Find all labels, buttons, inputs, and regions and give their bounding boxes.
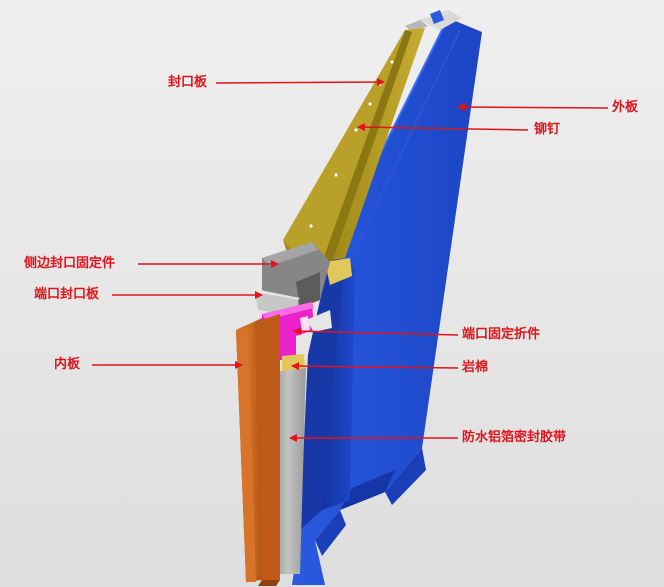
- arrow-seal-plate: [215, 78, 385, 87]
- label-inner-plate: 内板: [54, 357, 81, 372]
- leader-arrows: [92, 78, 609, 442]
- seal-plate-body: [283, 28, 425, 270]
- label-seal-plate: 封口板: [168, 75, 208, 90]
- label-rock-wool: 岩棉: [462, 360, 489, 375]
- top-cap: [405, 10, 462, 32]
- arrow-rock-wool: [291, 362, 459, 371]
- arrow-end-fixing-fold: [293, 327, 459, 336]
- label-waterproof-foil-tape: 防水铝箔密封胶带: [462, 430, 567, 445]
- outer-plate: [292, 17, 482, 585]
- label-outer-plate: 外板: [612, 100, 639, 115]
- label-side-seal-fixing: 侧边封口固定件: [24, 256, 116, 271]
- inner-plate-body: [236, 314, 280, 586]
- label-end-seal-plate: 端口封口板: [34, 287, 100, 302]
- rock-wool-top: [325, 258, 352, 285]
- arrow-outer-plate: [457, 103, 609, 112]
- side-seal-fixing-piece: [262, 242, 330, 308]
- arrow-rivet: [357, 123, 529, 132]
- label-end-fixing-fold: 端口固定折件: [462, 327, 541, 342]
- label-rivet: 铆钉: [534, 122, 561, 137]
